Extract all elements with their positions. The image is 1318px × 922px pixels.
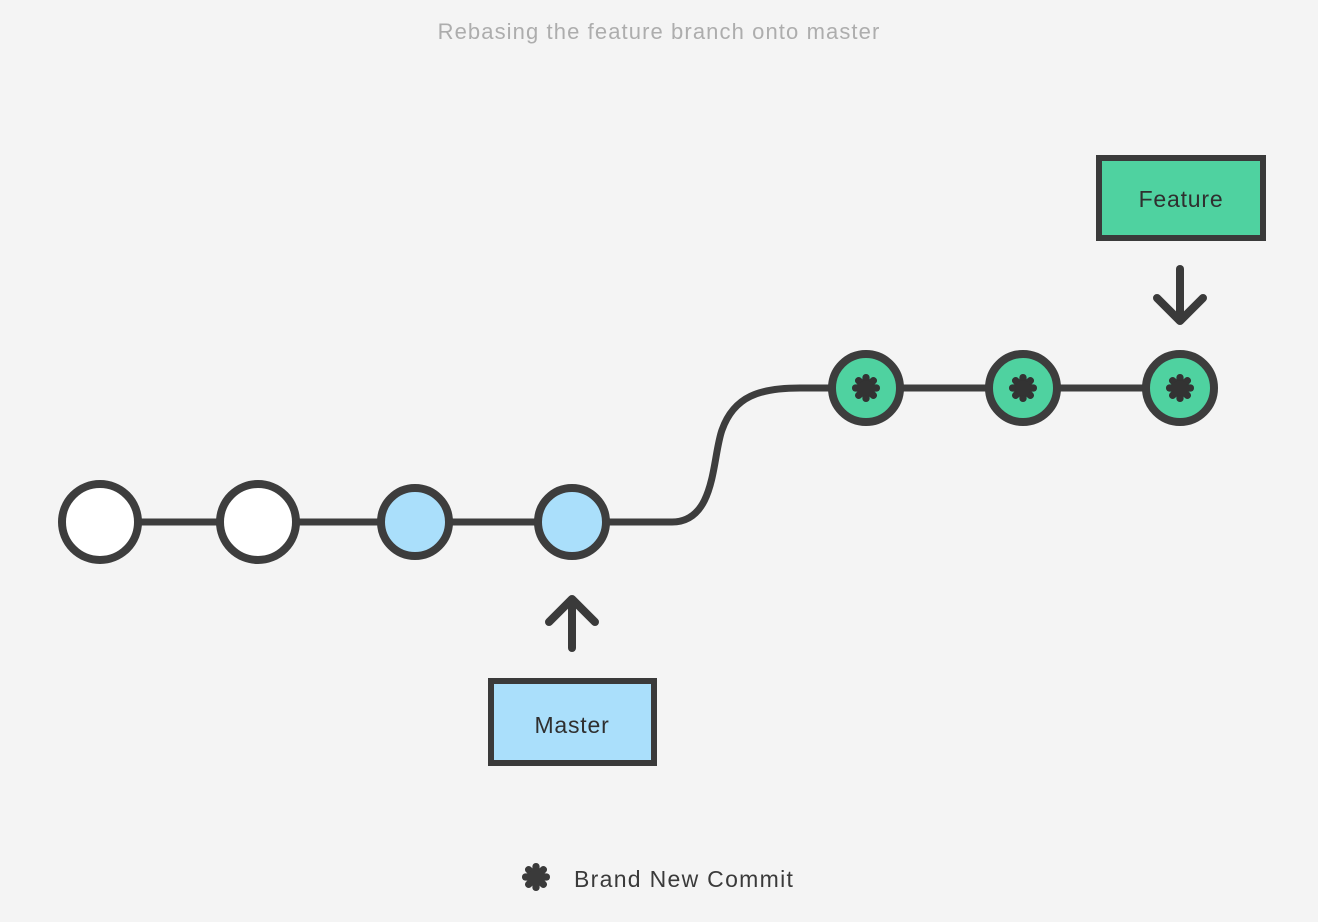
master-branch-box[interactable] <box>488 678 657 766</box>
brand-new-commit-asterisk-icon-6 <box>1166 374 1194 402</box>
commit-node-3[interactable] <box>534 484 610 560</box>
master-branch-group[interactable]: Master <box>488 595 657 766</box>
edge-master-to-feature-curve <box>572 384 866 526</box>
brand-new-commit-asterisk-icon-5 <box>1009 374 1037 402</box>
commit-node-1[interactable] <box>216 480 300 564</box>
feature-branch-group[interactable]: Feature <box>1096 155 1266 325</box>
feature-branch-arrow-down-icon <box>1153 265 1207 325</box>
page-title: Rebasing the feature branch onto master <box>438 19 881 44</box>
feature-branch-box[interactable] <box>1096 155 1266 241</box>
legend: Brand New Commit <box>522 863 794 892</box>
brand-new-commit-asterisk-icon-4 <box>852 374 880 402</box>
feature-branch-label: Feature <box>1139 186 1224 212</box>
master-branch-arrow-up-icon <box>545 595 599 652</box>
master-branch-label: Master <box>534 712 609 738</box>
commit-node-0[interactable] <box>58 480 142 564</box>
legend-label: Brand New Commit <box>574 866 794 892</box>
commit-node-2[interactable] <box>377 484 453 560</box>
commit-nodes <box>58 350 1218 564</box>
legend-asterisk-icon <box>522 863 550 891</box>
